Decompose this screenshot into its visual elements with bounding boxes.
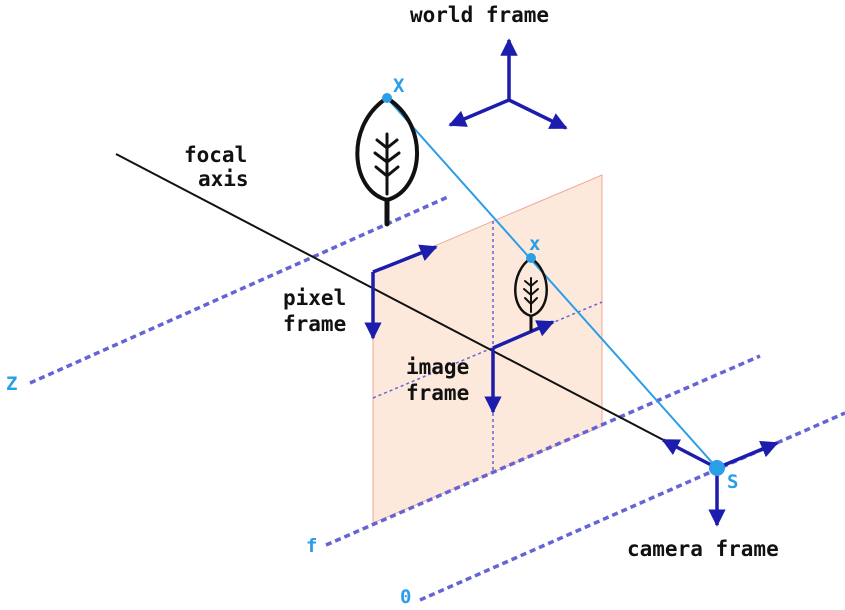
image-point-label: x (529, 233, 540, 255)
camera-center-marker (709, 460, 725, 476)
depth-z-label: Z (6, 373, 17, 395)
focal-axis-line (115, 153, 718, 469)
depth-line-z (29, 194, 451, 385)
depth-f-label: f (306, 535, 317, 557)
image-point-marker (526, 253, 536, 263)
image-frame-axes (484, 320, 555, 414)
pixel-frame-label: frame (283, 312, 346, 336)
focal-axis-label: axis (198, 167, 249, 191)
camera-frame-label: camera frame (627, 537, 779, 561)
world-frame-label: world frame (410, 3, 549, 27)
camera-center-label: S (727, 471, 738, 493)
depth-line-f (325, 354, 761, 547)
camera-frame-axes (661, 438, 779, 527)
world-point-label: X (393, 75, 405, 97)
image-plane-horizontal-axis (372, 301, 603, 399)
world-point-marker (382, 93, 392, 103)
world-frame-axes (448, 38, 568, 130)
pixel-frame-axes (364, 244, 438, 340)
depth-line-0 (419, 411, 845, 602)
depth-0-label: 0 (400, 586, 411, 608)
focal-axis-label: focal (184, 143, 247, 167)
image-frame-label: frame (406, 381, 469, 405)
leaf-icon (355, 95, 419, 227)
projection-ray (386, 97, 718, 469)
leaf-icon (514, 256, 548, 332)
image-frame-label: image (406, 355, 469, 379)
pixel-frame-label: pixel (283, 286, 346, 310)
